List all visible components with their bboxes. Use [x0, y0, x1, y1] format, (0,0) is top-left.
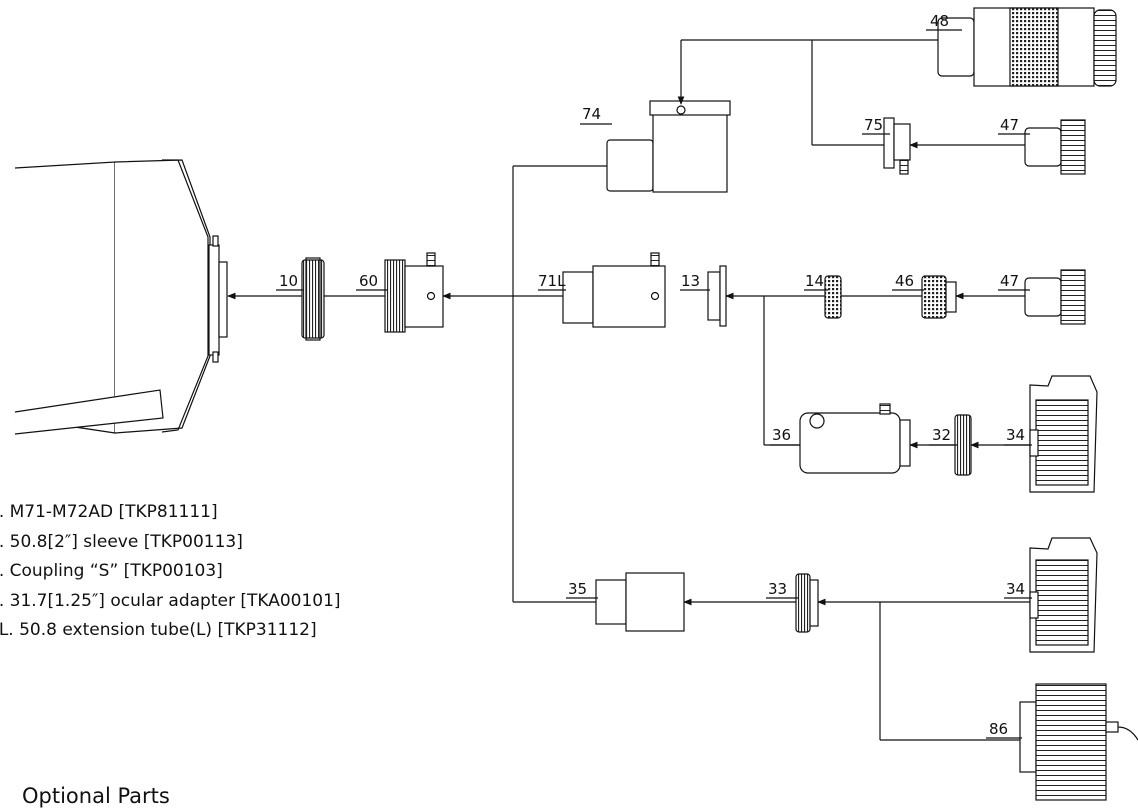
label-34-top: 34: [1006, 426, 1025, 444]
part-33-t-ring: [795, 573, 819, 633]
label-13: 13: [681, 272, 700, 290]
label-35: 35: [568, 580, 587, 598]
label-86: 86: [989, 720, 1008, 738]
parts-legend-item: 4. Coupling “S” [TKP00103]: [0, 561, 223, 581]
part-10-adapter-ring: [301, 257, 325, 341]
parts-legend: 0. M71-M72AD [TKP81111] 3. 50.8[2″] slee…: [0, 498, 341, 646]
part-74-diagonal: [606, 100, 731, 193]
part-34-camera-top: [1029, 375, 1098, 493]
part-14-coupling: [824, 275, 842, 319]
label-14: 14: [805, 272, 824, 290]
part-35-tube: [595, 572, 685, 632]
part-36-extension-tube: [799, 403, 911, 474]
part-48-zoom-eyepiece: [937, 7, 1117, 87]
label-36: 36: [772, 426, 791, 444]
part-46-ocular-adapter: [921, 275, 957, 319]
label-34-bottom: 34: [1006, 580, 1025, 598]
label-71l: 71L: [538, 272, 566, 290]
label-33: 33: [768, 580, 787, 598]
label-leaders: [276, 29, 1032, 739]
label-10: 10: [279, 272, 298, 290]
connection-lines: [227, 39, 1030, 741]
parts-legend-item: 3. 50.8[2″] sleeve [TKP00113]: [0, 531, 243, 552]
part-86-ccd-camera: [1019, 683, 1138, 801]
parts-legend-item: 0. M71-M72AD [TKP81111]: [0, 502, 218, 522]
part-34-camera-bottom: [1029, 537, 1098, 653]
label-48: 48: [930, 12, 949, 30]
part-13-sleeve: [707, 265, 727, 327]
part-47-eyepiece-top: [1024, 119, 1086, 175]
label-75: 75: [864, 116, 883, 134]
label-47-middle: 47: [1000, 272, 1019, 290]
parts-legend-item: 1L. 50.8 extension tube(L) [TKP31112]: [0, 620, 317, 640]
part-60-adapter: [384, 252, 444, 333]
part-75-adapter: [883, 117, 911, 175]
telescope-body: [14, 159, 228, 435]
part-47-eyepiece-middle: [1024, 269, 1086, 325]
part-71l-extension-tube: [562, 252, 666, 328]
label-32: 32: [932, 426, 951, 444]
optional-parts-heading: Optional Parts: [22, 784, 170, 808]
label-60: 60: [359, 272, 378, 290]
label-46: 46: [895, 272, 914, 290]
label-47-top: 47: [1000, 116, 1019, 134]
label-74: 74: [582, 105, 601, 123]
parts-legend-item: 6. 31.7[1.25″] ocular adapter [TKA00101]: [0, 590, 341, 611]
part-labels: 48 47 75 74 10 60 71L 13 14 46 47 36 32 …: [279, 12, 1025, 738]
